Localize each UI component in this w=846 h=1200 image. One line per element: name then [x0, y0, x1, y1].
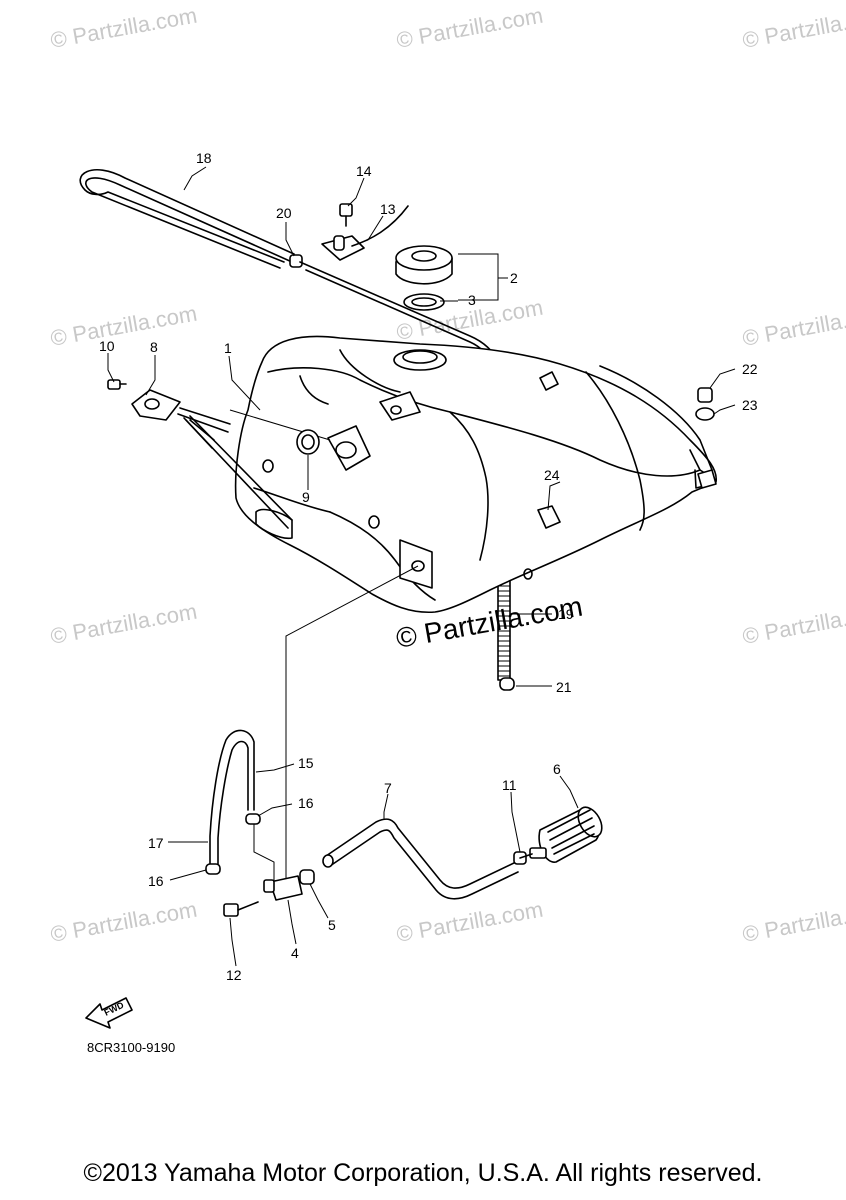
- callout-5: 5: [328, 917, 336, 933]
- part-6-fuel-filter: [519, 806, 603, 863]
- part-4-petcock: [263, 875, 303, 901]
- callout-13: 13: [380, 201, 396, 217]
- fwd-arrow-icon: FWD: [85, 997, 133, 1029]
- part-12-bolt: [223, 901, 259, 917]
- watermark: © Partzilla.com: [741, 3, 846, 53]
- assembly-line: [285, 565, 419, 884]
- part-5-collar: [299, 869, 315, 885]
- callout-16: 16: [148, 873, 164, 889]
- callout-15: 15: [298, 755, 314, 771]
- watermark: © Partzilla.com: [741, 599, 846, 649]
- callout-12: 12: [226, 967, 242, 983]
- callout-16: 16: [298, 795, 314, 811]
- part-7-fuel-hose: [322, 818, 519, 900]
- part-14-bolt: [339, 203, 353, 227]
- part-2-fuel-cap: [395, 245, 453, 285]
- callout-2: 2: [510, 270, 518, 286]
- callout-3: 3: [468, 292, 476, 308]
- callout-17: 17: [148, 835, 164, 851]
- callout-23: 23: [742, 397, 758, 413]
- part-22-nut: [697, 387, 713, 403]
- callout-14: 14: [356, 163, 372, 179]
- watermark: © Partzilla.com: [395, 3, 545, 53]
- watermark: © Partzilla.com: [49, 897, 199, 947]
- callout-18: 18: [196, 150, 212, 166]
- part-23-washer: [695, 407, 715, 421]
- callout-1: 1: [224, 340, 232, 356]
- watermark: © Partzilla.com: [49, 301, 199, 351]
- callout-20: 20: [276, 205, 292, 221]
- part-16-clip-lower: [205, 863, 221, 875]
- callout-4: 4: [291, 945, 299, 961]
- watermark: © Partzilla.com: [741, 301, 846, 351]
- part-13-vent: [321, 205, 409, 261]
- watermark: © Partzilla.com: [49, 599, 199, 649]
- callout-24: 24: [544, 467, 560, 483]
- part-1-fuel-tank: [234, 335, 717, 614]
- part-17-hose: [209, 729, 255, 867]
- callout-6: 6: [553, 761, 561, 777]
- callout-21: 21: [556, 679, 572, 695]
- part-21-clip: [499, 677, 515, 691]
- part-9-gasket: [296, 429, 320, 455]
- callout-10: 10: [99, 338, 115, 354]
- part-20-clip: [289, 254, 303, 268]
- part-24-damper: [537, 505, 561, 529]
- part-16-clip-upper: [245, 813, 261, 825]
- part-3-cap-gasket: [403, 293, 445, 311]
- callout-19: 19: [558, 606, 574, 622]
- watermark: © Partzilla.com: [741, 897, 846, 947]
- copyright-notice: ©2013 Yamaha Motor Corporation, U.S.A. A…: [83, 1159, 763, 1187]
- watermark: © Partzilla.com: [49, 3, 199, 53]
- callout-8: 8: [150, 339, 158, 355]
- callout-labels: 1 2 3 4 5 6 7 8 9 10 11 12 13 14 15 16 1…: [99, 150, 758, 983]
- callout-11: 11: [502, 777, 517, 793]
- assembly-line: [253, 824, 275, 884]
- callout-22: 22: [742, 361, 758, 377]
- watermark: © Partzilla.com: [395, 897, 545, 947]
- diagram-code: 8CR3100-9190: [87, 1040, 175, 1055]
- part-10-screw: [107, 379, 127, 390]
- leader-lines: [107, 166, 736, 967]
- part-18-hose: [79, 169, 295, 269]
- callout-7: 7: [384, 780, 392, 796]
- callout-9: 9: [302, 489, 310, 505]
